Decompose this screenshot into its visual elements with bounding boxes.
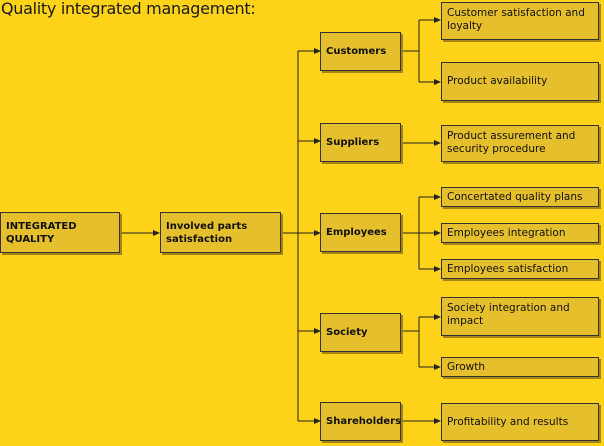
outcome-employees-integration-label: Employees integration xyxy=(447,226,566,239)
root-label: INTEGRATED QUALITY xyxy=(6,220,77,245)
outcome-customer-satisfaction-label: Customer satisfaction and loyalty xyxy=(447,7,585,32)
part-customers-label: Customers xyxy=(326,46,387,57)
outcome-product-assurement-box: Product assurement and security procedur… xyxy=(441,125,599,162)
mid-label: Involved parts satisfaction xyxy=(166,220,248,245)
outcome-employees-satisfaction-label: Employees satisfaction xyxy=(447,262,569,275)
outcome-product-assurement-label: Product assurement and security procedur… xyxy=(447,130,576,155)
outcome-product-availability-label: Product availability xyxy=(447,75,548,87)
part-shareholders-box: Shareholders xyxy=(320,402,401,441)
part-society-label: Society xyxy=(326,327,368,338)
outcome-product-availability-box: Product availability xyxy=(441,62,599,101)
outcome-profitability-box: Profitability and results xyxy=(441,403,599,441)
root-box: INTEGRATED QUALITY xyxy=(0,212,120,253)
outcome-concertated-quality-label: Concertated quality plans xyxy=(447,190,583,203)
part-suppliers-box: Suppliers xyxy=(320,123,401,162)
outcome-growth-label: Growth xyxy=(447,360,486,373)
part-shareholders-label: Shareholders xyxy=(326,416,402,427)
outcome-concertated-quality-box: Concertated quality plans xyxy=(441,187,599,207)
part-suppliers-label: Suppliers xyxy=(326,137,380,148)
outcome-society-integration-box: Society integration and impact xyxy=(441,297,599,336)
outcome-growth-box: Growth xyxy=(441,357,599,377)
outcome-employees-integration-box: Employees integration xyxy=(441,223,599,243)
outcome-customer-satisfaction-box: Customer satisfaction and loyalty xyxy=(441,2,599,40)
part-customers-box: Customers xyxy=(320,32,401,71)
outcome-profitability-label: Profitability and results xyxy=(447,415,569,428)
page-title: Quality integrated management: xyxy=(1,0,256,18)
part-employees-label: Employees xyxy=(326,227,387,238)
part-society-box: Society xyxy=(320,313,401,352)
outcome-society-integration-label: Society integration and impact xyxy=(447,302,570,327)
outcome-employees-satisfaction-box: Employees satisfaction xyxy=(441,259,599,279)
mid-box: Involved parts satisfaction xyxy=(160,212,281,253)
part-employees-box: Employees xyxy=(320,213,401,252)
